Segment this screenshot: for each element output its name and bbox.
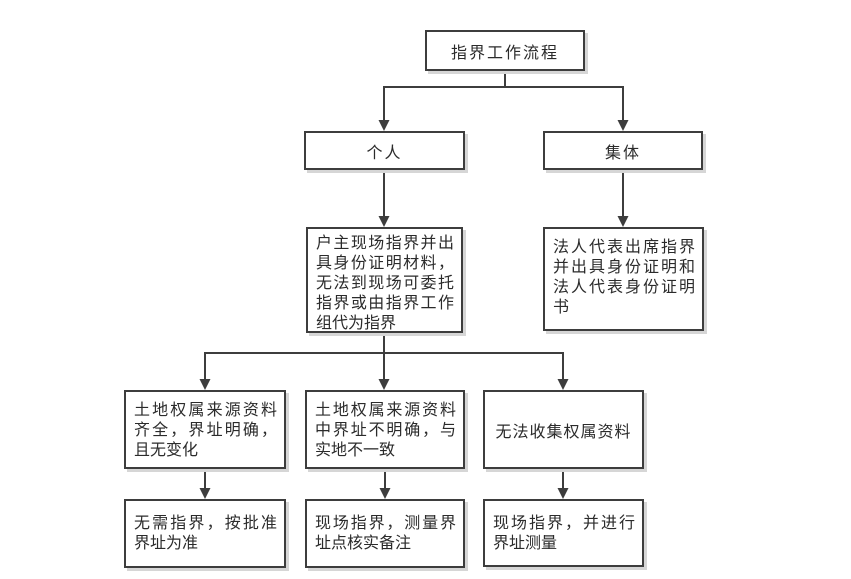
connector-case1-to-action1 <box>199 469 211 499</box>
flow-node-action-verify: 现场指界，测量界址点核实备注 <box>305 499 465 568</box>
connector-collective-to-detail <box>617 170 629 227</box>
connector-branch2-to-case1 <box>199 352 211 390</box>
flow-node-case-complete: 土地权属来源资料齐全，界址明确，且无变化 <box>124 390 286 469</box>
connector-case3-to-action3 <box>557 469 569 499</box>
connector-root-to-branch <box>384 69 624 88</box>
connector-branch2-to-case3 <box>557 352 569 390</box>
connector-individual-to-detail <box>378 170 390 227</box>
connector-branch-to-individual <box>378 86 390 131</box>
flow-node-individual-detail: 户主现场指界并出具身份证明材料，无法到现场可委托指界或由指界工作组代为指界 <box>306 227 463 333</box>
flow-node-collective: 集体 <box>543 131 703 170</box>
flow-node-collective-detail: 法人代表出席指界并出具身份证明和法人代表身份证明书 <box>543 227 704 331</box>
connector-case2-to-action2 <box>379 469 391 499</box>
flow-node-root: 指界工作流程 <box>425 30 585 71</box>
connector-branch2-to-case2 <box>378 353 390 390</box>
flow-node-case-unclear: 土地权属来源资料中界址不明确，与实地不一致 <box>305 390 465 469</box>
flow-node-action-no-pointing: 无需指界，按批准界址为准 <box>124 499 286 568</box>
flow-node-action-measure: 现场指界，并进行界址测量 <box>483 499 644 567</box>
flow-node-individual: 个人 <box>304 131 465 170</box>
connector-branch-to-collective <box>617 86 629 131</box>
flow-node-case-missing: 无法收集权属资料 <box>483 390 644 469</box>
connector-detail-to-branch2 <box>205 333 563 354</box>
